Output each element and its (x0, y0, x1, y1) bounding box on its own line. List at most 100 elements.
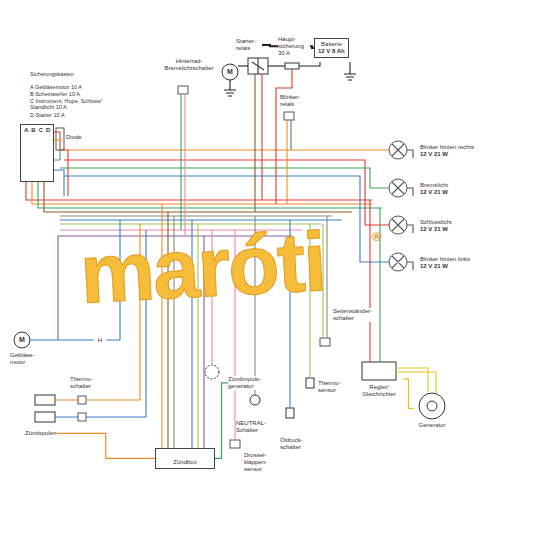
component-name: Diode (66, 134, 82, 141)
component-name: Zündspulen (25, 430, 56, 437)
switch-label: Hinterrad- Bremslichtschalter (158, 58, 220, 72)
fuse-box: ABCD (20, 124, 54, 182)
wire (38, 182, 60, 208)
wire (369, 200, 370, 362)
fuse-entry: B Scheinwerfer 10 A (30, 91, 80, 97)
fuse-entry: A Gebläsemotor 10 A (30, 84, 82, 90)
sensor-label: Drossel- klappen- sensor (244, 452, 274, 473)
generator-symbol (419, 393, 445, 419)
component-name: Drossel- klappen- sensor (244, 452, 274, 473)
wire-connector (403, 379, 414, 409)
component-name: Batterie (318, 41, 345, 48)
relay-symbol (248, 58, 268, 74)
wire (254, 74, 255, 212)
harness-wire (60, 207, 382, 208)
relay-contact (252, 58, 264, 74)
wire (64, 160, 389, 225)
wire (54, 170, 64, 196)
component-name: Blinker hinten rechts (420, 144, 474, 151)
component-rating: 12 V 21 W (420, 226, 452, 233)
switch-symbol (178, 86, 188, 94)
wire (180, 94, 181, 230)
coil-symbol (35, 395, 55, 405)
wire (276, 69, 292, 204)
component-name: Haupt- sicherung 30 A (278, 36, 310, 57)
relay-label: Starter- relais (236, 38, 262, 52)
fuse-symbol (285, 63, 299, 69)
switch-label: Öldruck- schalter (280, 437, 314, 451)
component-name: Generator (414, 422, 450, 429)
harness-wire (60, 199, 372, 200)
component-name: Gebläse- motor (10, 352, 38, 366)
component-rating: 12 V 21 W (420, 263, 470, 270)
battery-cable (299, 62, 320, 66)
harness-wire (60, 203, 372, 204)
fuse-entry: C Instrument, Hupe, Schluss/ Standlicht … (30, 98, 114, 111)
sensor-label: Thermo- sensor (318, 380, 350, 394)
wire (44, 182, 60, 212)
wire (290, 120, 291, 150)
lamp-label: Bremslicht12 V 21 W (420, 182, 448, 196)
harness-wire (60, 211, 352, 212)
starter-cable (238, 65, 248, 66)
coil-label: Zündspulen (25, 430, 56, 437)
component-name: Thermo- sensor (318, 380, 350, 394)
ground-symbol (224, 90, 236, 96)
blower-motor-symbol (14, 332, 30, 348)
battery-cable (268, 65, 285, 66)
switch-symbol (320, 338, 330, 346)
component-rating: B (31, 127, 35, 134)
wire (261, 74, 262, 200)
wire (286, 120, 287, 204)
wire (68, 149, 389, 150)
component-rating: D (46, 127, 50, 134)
ground-symbol (344, 74, 356, 80)
wire (58, 236, 60, 340)
relay-symbol (284, 112, 294, 120)
coil-symbol (35, 412, 55, 422)
motor-symbol-letter: M (19, 336, 25, 344)
pickup-gear-symbol (205, 365, 219, 379)
wire (184, 94, 185, 236)
wire (60, 168, 389, 188)
component-rating: 12 V 21 W (420, 189, 448, 196)
regulator-symbol (362, 362, 396, 380)
watermark-mark: ® (372, 230, 382, 245)
component-name: Schlusslicht (420, 219, 452, 226)
neutral-switch-symbol (250, 395, 260, 405)
lamp-label: Blinker hinten rechts12 V 21 W (420, 144, 474, 158)
component-name: Öldruck- schalter (280, 437, 314, 451)
component-name: Seitenständer- schalter (333, 308, 377, 322)
regulator: Regler/ Gleichrichter (355, 360, 403, 398)
component-name: Zündbox (159, 459, 211, 466)
component-name: Bremslicht (420, 182, 448, 189)
motor-label: Gebläse- motor (10, 352, 38, 366)
wire (26, 182, 60, 200)
component-rating: C (39, 127, 43, 134)
wire (54, 132, 68, 196)
lamp-label: Schlusslicht12 V 21 W (420, 219, 452, 233)
ground-wire (229, 80, 230, 90)
watermark: maróti (78, 219, 327, 316)
component-rating: 12 V 8 Ah (318, 48, 345, 55)
component-name: Regler/ Gleichrichter (355, 384, 403, 398)
component-rating: 12 V 21 W (420, 151, 474, 158)
thermo-switch-symbol (78, 413, 86, 421)
relay-label: Blinker- relais (280, 94, 308, 108)
lamp-cross (392, 144, 404, 268)
switch-label: Thermo- schalter (70, 376, 102, 390)
lamp-symbols (389, 141, 413, 271)
ground-cable (349, 62, 350, 74)
lamp-label: Blinker hinten links12 V 21 W (420, 256, 470, 270)
wire (326, 216, 327, 338)
component-name: Starter- relais (236, 38, 262, 52)
diode-label: Diode (66, 134, 82, 141)
component-name: Blinker- relais (280, 94, 308, 108)
fuse-label: Haupt- sicherung 30 A (278, 36, 310, 57)
connector-letter: H (98, 337, 102, 344)
component-name: Hinterrad- Bremslichtschalter (158, 58, 220, 72)
throttle-sensor-symbol (230, 440, 240, 448)
wire (54, 139, 62, 140)
